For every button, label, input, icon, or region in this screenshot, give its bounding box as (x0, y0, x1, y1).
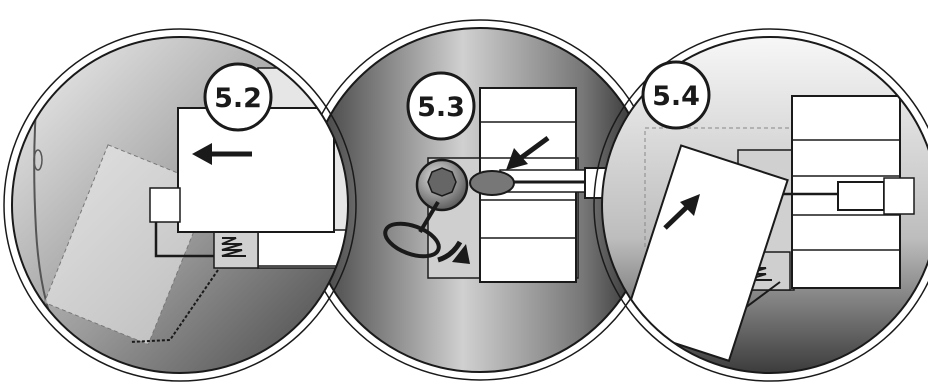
step-5-4-circle (593, 28, 928, 382)
step-badge-5-4: 5.4 (641, 60, 711, 130)
step-label-5-3: 5.3 (417, 92, 465, 123)
down-left-arrow-icon (506, 135, 550, 170)
step-5-2-circle (3, 28, 357, 382)
rotate-arrow-icon (437, 240, 470, 264)
left-arrow-icon (192, 143, 252, 165)
step-badge-5-2: 5.2 (203, 62, 273, 132)
up-right-arrow-icon (663, 194, 700, 230)
step-label-5-4: 5.4 (652, 81, 700, 112)
step-badge-5-3: 5.3 (406, 71, 476, 141)
step-label-5-2: 5.2 (214, 83, 262, 114)
